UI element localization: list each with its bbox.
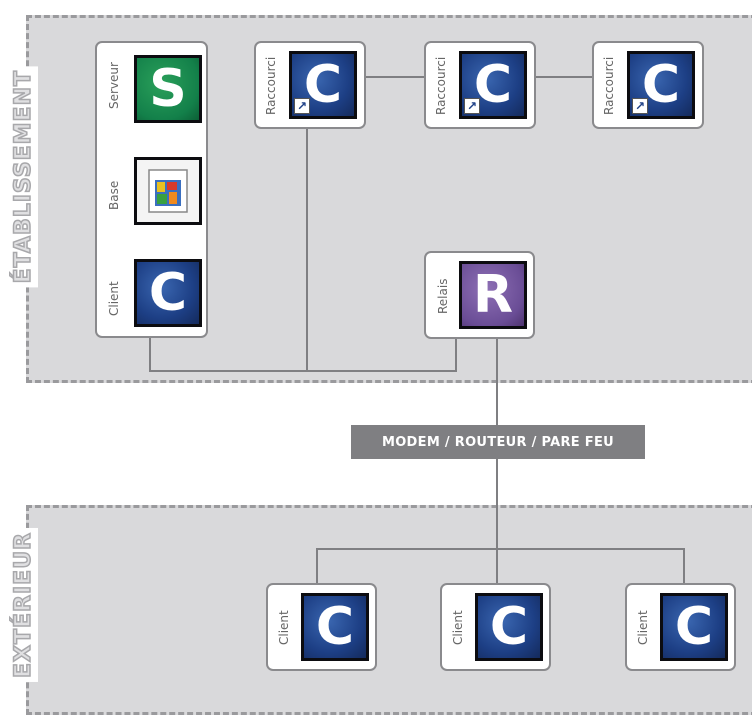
raccourci-box-2: Raccourci C ↗ bbox=[424, 41, 536, 129]
client-label: Client bbox=[107, 281, 121, 317]
link-client-to-bus bbox=[149, 338, 457, 372]
database-icon[interactable] bbox=[134, 157, 202, 225]
serveur-label: Serveur bbox=[107, 62, 121, 110]
base-label: Base bbox=[107, 180, 121, 210]
raccourci-icon-2[interactable]: C ↗ bbox=[459, 51, 527, 119]
external-client-letter-1: C bbox=[315, 597, 355, 657]
raccourci-letter-3: C bbox=[641, 55, 681, 115]
relais-label: Relais bbox=[436, 278, 450, 314]
shortcut-arrow-icon: ↗ bbox=[464, 98, 480, 114]
relais-icon-letter: R bbox=[472, 265, 514, 325]
external-client-box-3: Client C bbox=[625, 583, 736, 671]
raccourci-label-2: Raccourci bbox=[434, 56, 448, 116]
raccourci-box-1: Raccourci C ↗ bbox=[254, 41, 366, 129]
shortcut-arrow-icon: ↗ bbox=[294, 98, 310, 114]
raccourci-label-1: Raccourci bbox=[264, 56, 278, 116]
raccourci-letter-1: C bbox=[303, 55, 343, 115]
external-client-box-2: Client C bbox=[440, 583, 551, 671]
external-client-letter-3: C bbox=[674, 597, 714, 657]
database-glyph-icon bbox=[148, 169, 188, 213]
raccourci-icon-3[interactable]: C ↗ bbox=[627, 51, 695, 119]
relais-box: Relais R bbox=[424, 251, 535, 339]
client-icon[interactable]: C bbox=[134, 259, 202, 327]
client-icon-letter: C bbox=[148, 263, 188, 323]
raccourci-letter-2: C bbox=[473, 55, 513, 115]
external-client-icon-3[interactable]: C bbox=[660, 593, 728, 661]
serveur-icon[interactable]: S bbox=[134, 55, 202, 123]
external-client-icon-1[interactable]: C bbox=[301, 593, 369, 661]
external-client-label-1: Client bbox=[277, 610, 291, 646]
modem-routeur-parefeu-label: MODEM / ROUTEUR / PARE FEU bbox=[351, 425, 645, 459]
external-client-letter-2: C bbox=[489, 597, 529, 657]
link-outside-branch bbox=[316, 548, 685, 585]
server-stack-box: Serveur S Base Client C bbox=[95, 41, 208, 338]
raccourci-label-3: Raccourci bbox=[602, 56, 616, 116]
external-client-label-3: Client bbox=[636, 610, 650, 646]
raccourci-icon-1[interactable]: C ↗ bbox=[289, 51, 357, 119]
external-client-box-1: Client C bbox=[266, 583, 377, 671]
raccourci-box-3: Raccourci C ↗ bbox=[592, 41, 704, 129]
external-client-label-2: Client bbox=[451, 610, 465, 646]
serveur-icon-letter: S bbox=[149, 59, 187, 119]
shortcut-arrow-icon: ↗ bbox=[632, 98, 648, 114]
relais-icon[interactable]: R bbox=[459, 261, 527, 329]
external-client-icon-2[interactable]: C bbox=[475, 593, 543, 661]
